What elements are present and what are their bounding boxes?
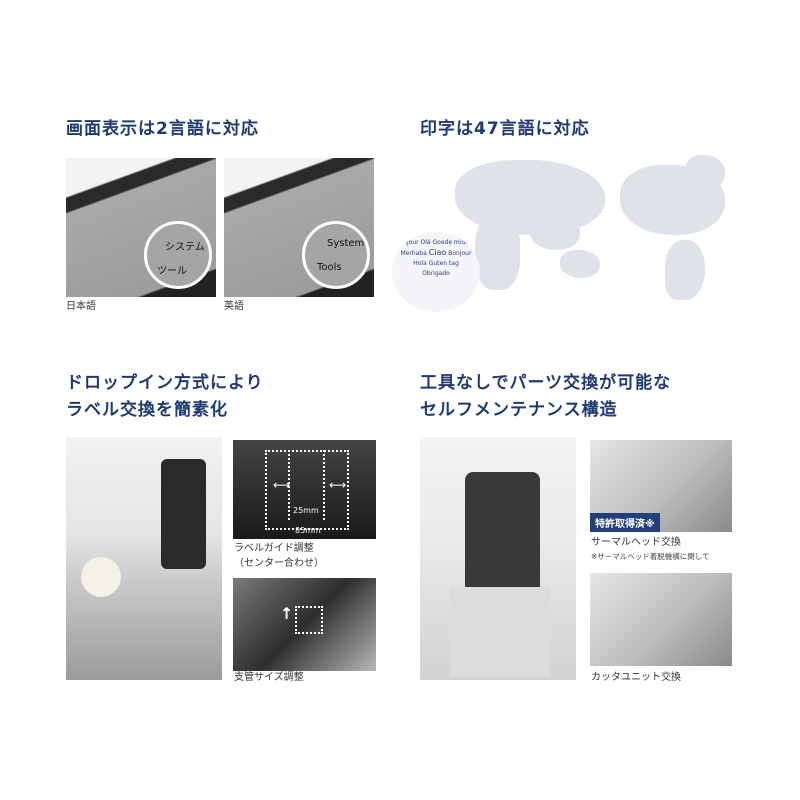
arrow-left-right-icon: ⟷ <box>273 478 291 492</box>
japanese-screen-photo: システム ツール <box>66 158 216 297</box>
dimension-85mm: 85mm <box>295 526 321 535</box>
caption-thermal-head: サーマルヘッド交換 <box>591 537 681 548</box>
thermal-head-photo: 特許取得済※ <box>590 440 732 532</box>
heading-line: ドロップイン方式により <box>66 373 264 393</box>
heading-line: セルフメンテナンス構造 <box>420 400 618 420</box>
lens-label-tools: ツール <box>157 266 187 277</box>
arrow-up-icon: ↑ <box>280 604 294 623</box>
arrow-left-right-icon: ⟷ <box>329 478 347 492</box>
lens-label-system: System <box>327 238 365 249</box>
heading-display-languages: 画面表示は2言語に対応 <box>66 119 259 139</box>
heading-print-languages: 印字は47言語に対応 <box>420 119 590 139</box>
greetings-globe: Bonjour Olá Goede middag Merhaba Ciao Bo… <box>392 232 480 312</box>
heading-line: ラベル交換を簡素化 <box>66 400 228 420</box>
patent-badge: 特許取得済※ <box>590 513 660 532</box>
zoom-lens: システム ツール <box>144 221 212 289</box>
printer-label-loading-photo <box>66 437 222 680</box>
lens-label-tools: Tools <box>317 262 342 273</box>
heading-drop-in: ドロップイン方式により ラベル交換を簡素化 <box>66 370 264 424</box>
label-guide-photo: 25mm 85mm ⟷ ⟷ <box>233 440 376 539</box>
world-map <box>450 155 742 305</box>
caption-label-guide: ラベルガイド調整 （センター合わせ） <box>234 543 324 569</box>
caption-cutter-unit: カッタユニット交換 <box>591 672 681 683</box>
lens-label-system: システム <box>165 242 205 253</box>
heading-self-maintenance: 工具なしでパーツ交換が可能な セルフメンテナンス構造 <box>420 370 671 424</box>
caption-japanese: 日本語 <box>66 301 96 312</box>
english-screen-photo: System Tools <box>224 158 374 297</box>
caption-core-size: 支管サイズ調整 <box>234 672 304 683</box>
printer-open-photo <box>420 437 576 680</box>
caption-english: 英語 <box>224 301 244 312</box>
zoom-lens: System Tools <box>302 221 370 289</box>
dimension-25mm: 25mm <box>293 506 319 515</box>
cutter-unit-photo <box>590 573 732 666</box>
heading-line: 工具なしでパーツ交換が可能な <box>420 373 672 393</box>
patent-note: ※サーマルヘッド着脱機構に関して <box>591 552 710 561</box>
core-size-photo: ↑ <box>233 578 376 671</box>
